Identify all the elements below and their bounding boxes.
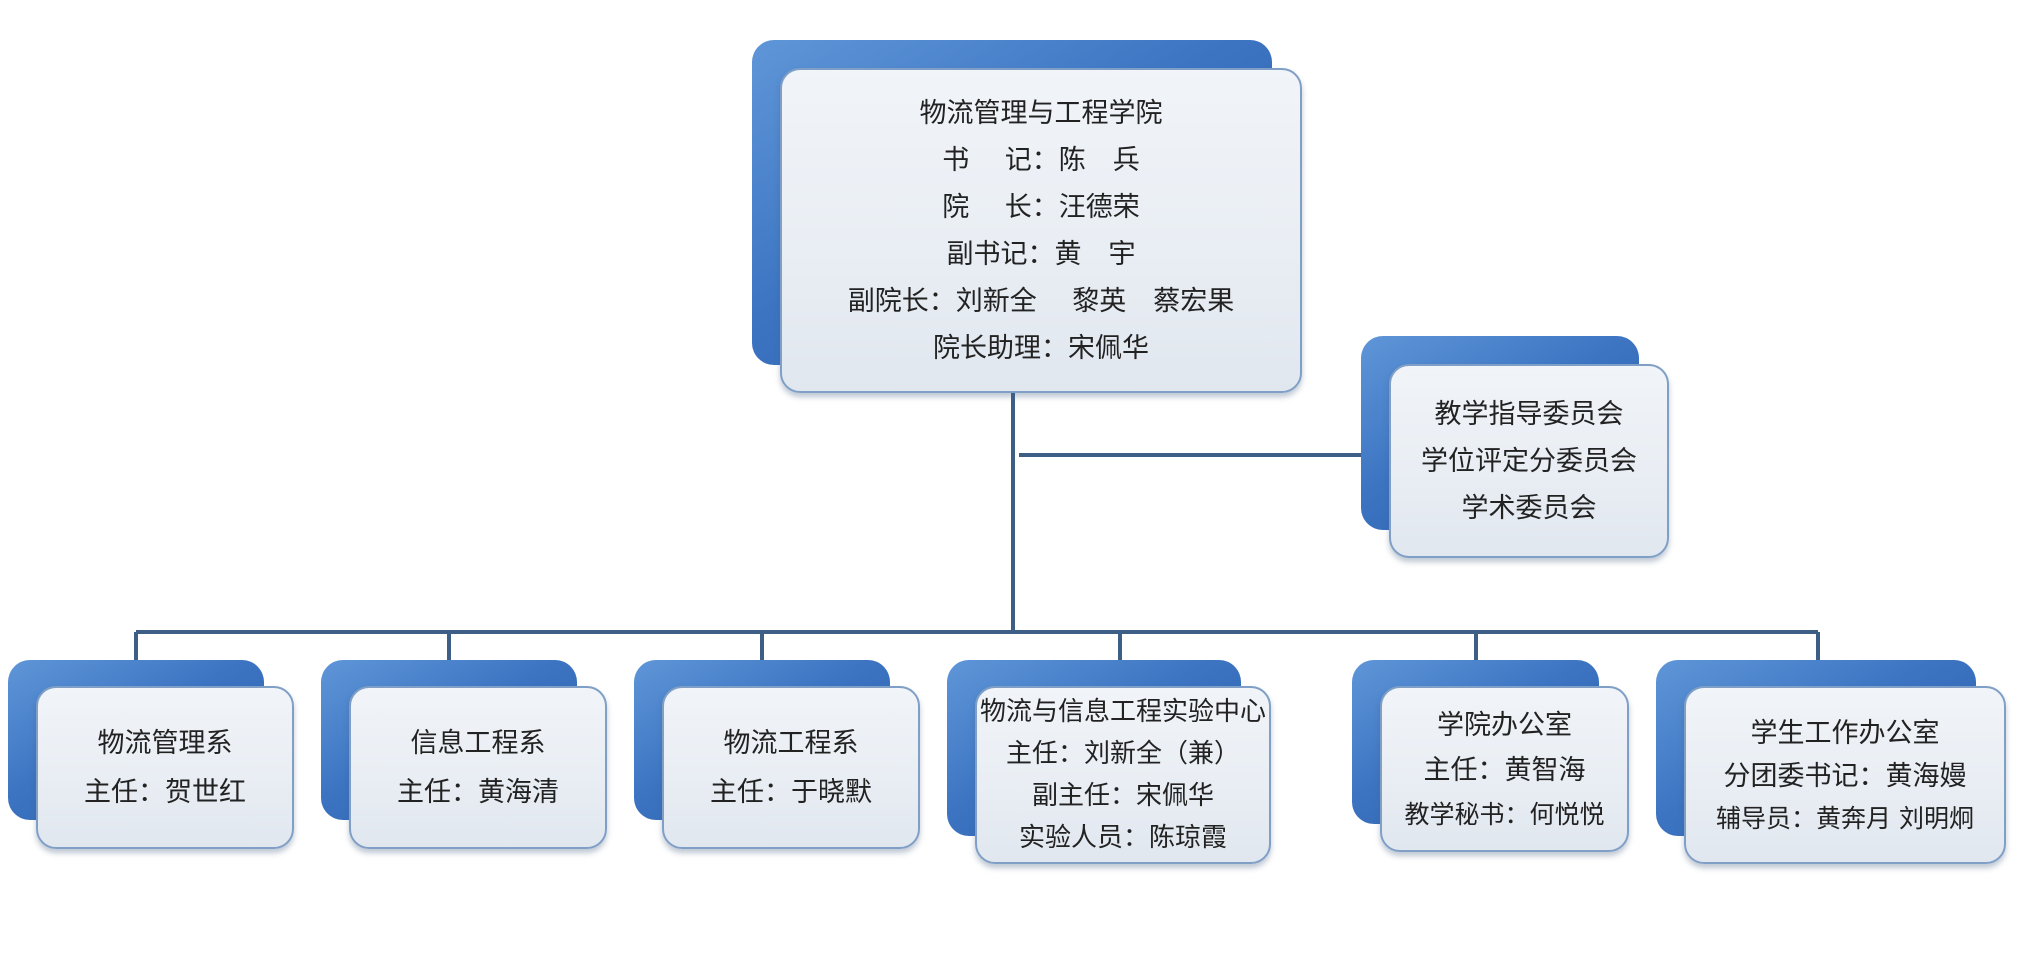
dept-director: 主任：贺世红 [84,776,246,808]
dept-deputy-director: 副主任：宋佩华 [1031,781,1214,811]
college-name: 物流管理与工程学院 [919,97,1163,129]
dept-teaching-secretary: 教学秘书：何悦悦 [1404,799,1605,829]
deputy-deans: 副院长：刘新全 黎英 蔡宏果 [847,285,1235,317]
academic-committee: 学术委员会 [1461,492,1597,524]
dept-director: 主任：刘新全（兼） [1005,739,1240,769]
dept-director: 主任：黄海清 [397,776,559,808]
dept-box: 信息工程系 主任：黄海清 [349,686,607,849]
dept-lab-staff: 实验人员：陈琼霞 [1018,823,1227,853]
teaching-committee: 教学指导委员会 [1434,398,1624,430]
college-box: 物流管理与工程学院 书 记：陈 兵 院 长：汪德荣 副书记：黄 宇 副院长：刘新… [780,68,1302,393]
party-secretary: 书 记：陈 兵 [942,144,1140,176]
committee-box: 教学指导委员会 学位评定分委员会 学术委员会 [1389,364,1669,558]
dept-counselors: 辅导员：黄奔月 刘明炯 [1716,803,1974,833]
dept-box: 物流管理系 主任：贺世红 [36,686,294,849]
dept-name: 物流与信息工程实验中心 [979,697,1266,727]
dept-name: 物流管理系 [97,727,233,759]
dept-box: 学院办公室 主任：黄智海 教学秘书：何悦悦 [1380,686,1629,852]
dept-name: 学生工作办公室 [1750,717,1940,749]
dept-box: 学生工作办公室 分团委书记：黄海嫚 辅导员：黄奔月 刘明炯 [1684,686,2006,864]
dept-youth-league-secretary: 分团委书记：黄海嫚 [1723,760,1967,792]
dept-director: 主任：于晓默 [710,776,872,808]
dean: 院 长：汪德荣 [942,191,1140,223]
dept-director: 主任：黄智海 [1423,754,1586,786]
dept-name: 学院办公室 [1437,709,1572,741]
dept-box: 物流工程系 主任：于晓默 [662,686,920,849]
dept-name: 物流工程系 [723,727,859,759]
deputy-secretary: 副书记：黄 宇 [946,238,1136,270]
degree-committee: 学位评定分委员会 [1421,445,1637,477]
dean-assistant: 院长助理：宋佩华 [933,332,1149,364]
dept-name: 信息工程系 [410,727,546,759]
dept-box: 物流与信息工程实验中心 主任：刘新全（兼） 副主任：宋佩华 实验人员：陈琼霞 [975,686,1271,864]
